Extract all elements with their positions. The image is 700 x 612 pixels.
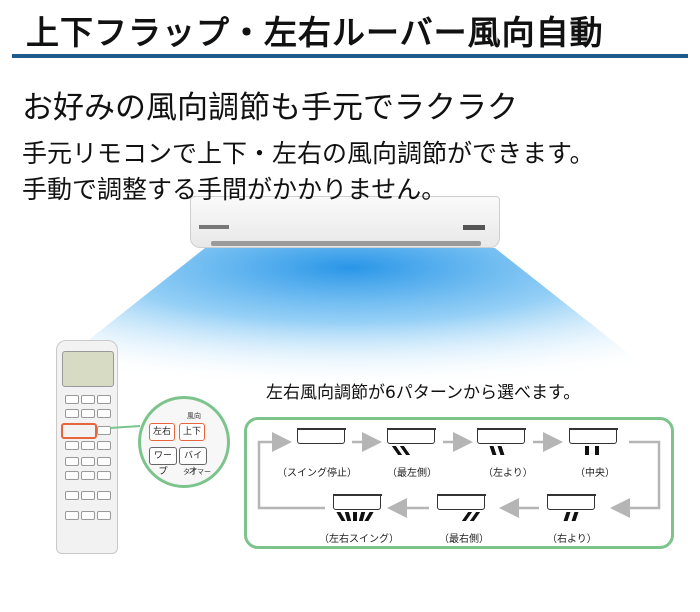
remote-button — [97, 441, 111, 450]
zoom-label-wind: 風向 — [187, 412, 201, 420]
remote-button — [81, 441, 95, 450]
remote-button — [65, 395, 79, 404]
unit-icon-right — [546, 494, 596, 510]
pattern-label: （スイング停止） — [277, 468, 357, 479]
vane-icon — [585, 446, 589, 455]
headline: お好みの風向調節も手元でラクラク — [22, 90, 518, 126]
page-title: 上下フラップ・左右ルーバー風向自動 — [26, 13, 604, 52]
zoom-connector — [110, 425, 141, 429]
pattern-arrows — [257, 432, 661, 518]
brand-logo — [199, 225, 229, 229]
zoom-label-timer: タイマー — [183, 468, 211, 476]
pattern-heading: 左右風向調節が6パターンから選べます。 — [266, 383, 581, 403]
zoom-button-horizontal: 左右 — [149, 423, 175, 441]
remote-control — [56, 340, 118, 554]
remote-button — [65, 491, 79, 500]
unit-icon-center — [568, 428, 618, 444]
vane-icon — [595, 446, 599, 455]
remote-display — [62, 351, 114, 387]
remote-button — [65, 511, 79, 520]
remote-button — [97, 395, 111, 404]
remote-button — [65, 471, 79, 480]
description-line-1: 手元リモコンで上下・左右の風向調節ができます。 — [22, 139, 595, 168]
unit-icon-stop — [296, 428, 346, 444]
unit-badge — [463, 225, 485, 230]
unit-icon-far-left — [386, 428, 436, 444]
vane-icon — [353, 512, 357, 521]
pattern-label: （左より） — [483, 468, 533, 479]
remote-button — [81, 511, 95, 520]
pattern-label: （左右スイング） — [319, 534, 399, 545]
pattern-label: （最右側） — [439, 534, 489, 545]
remote-button — [97, 426, 111, 435]
remote-button — [97, 457, 111, 466]
unit-icon-swing — [332, 494, 382, 510]
zoom-button-vertical: 上下 — [179, 423, 205, 441]
remote-button — [81, 491, 95, 500]
air-conditioner-unit — [190, 196, 500, 248]
remote-zoom-view: 風向 左右 上下 ワープ バイオ タイマー — [138, 396, 230, 488]
remote-button — [65, 409, 79, 418]
remote-button — [65, 457, 79, 466]
zoom-button-bio: バイオ — [179, 447, 207, 477]
zoom-button-warp: ワープ — [149, 447, 177, 477]
unit-icon-far-right — [436, 494, 486, 510]
remote-button — [81, 409, 95, 418]
remote-button — [81, 471, 95, 480]
description-line-2: 手動で調整する手間がかかりません。 — [22, 175, 447, 204]
title-underline — [12, 54, 688, 58]
remote-button — [81, 457, 95, 466]
remote-button — [81, 395, 95, 404]
remote-button — [97, 471, 111, 480]
pattern-label: （中央） — [575, 468, 615, 479]
remote-button — [97, 491, 111, 500]
remote-button — [97, 409, 111, 418]
remote-button — [97, 511, 111, 520]
unit-icon-left — [476, 428, 526, 444]
airflow-illustration — [0, 248, 700, 410]
remote-highlight — [61, 423, 97, 439]
pattern-frame: （スイング停止） （最左側） （左より） （中央） （右より） （最右側） （左… — [244, 417, 674, 549]
remote-button — [65, 441, 79, 450]
pattern-label: （右より） — [547, 534, 597, 545]
unit-louver — [211, 241, 481, 246]
pattern-label: （最左側） — [387, 468, 437, 479]
